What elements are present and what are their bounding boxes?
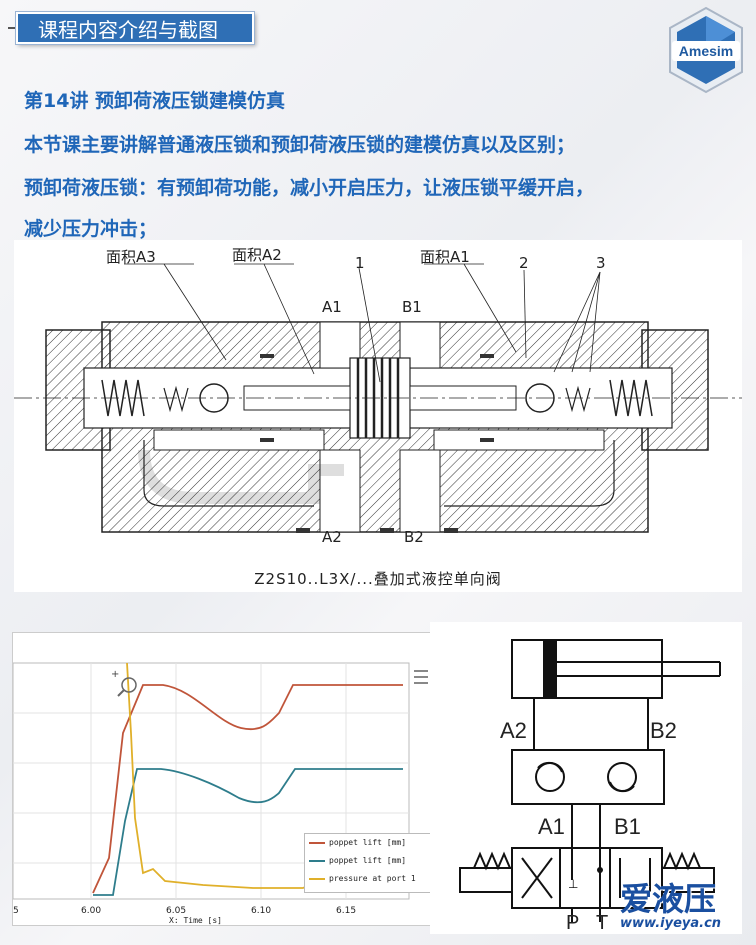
svg-text:X: Time [s]: X: Time [s] [169, 916, 222, 925]
watermark-url: www.iyeya.cn [620, 916, 722, 931]
schematic-label-t: T [596, 912, 609, 934]
drawing-caption: Z2S10..L3X/...叠加式液控单向阀 [254, 570, 502, 588]
valve-section-drawing: 面积A3 面积A2 面积A1 1 2 3 A1 B1 A2 B2 Z2S10..… [14, 240, 742, 592]
svg-text:Amesim: Amesim [679, 43, 733, 59]
legend-swatch-1 [309, 842, 325, 844]
schematic-svg: ⊥ [459, 639, 721, 922]
schematic-label-a1: A1 [538, 814, 565, 839]
lesson-desc-3: 减少压力冲击； [24, 218, 158, 240]
watermark-logo-text: 爱液压 [620, 880, 717, 918]
svg-text:6.10: 6.10 [251, 906, 271, 916]
lesson-title: 第14讲 预卸荷液压锁建模仿真 [24, 90, 286, 112]
label-port-a1: A1 [322, 298, 342, 316]
lesson-desc-1: 本节课主要讲解普通液压锁和预卸荷液压锁的建模仿真以及区别； [24, 134, 576, 156]
label-port-b2: B2 [404, 528, 424, 546]
svg-text:6.15: 6.15 [336, 906, 356, 916]
label-area-a1: 面积A1 [420, 248, 470, 266]
amesim-logo: Amesim [669, 6, 743, 94]
svg-text:+: + [111, 669, 119, 680]
legend-swatch-2 [309, 860, 325, 862]
series-poppet-lift-2 [93, 768, 403, 896]
menu-icon[interactable] [414, 667, 428, 685]
hydraulic-schematic: ⊥ A2 B2 A1 B1 P T [430, 622, 742, 934]
plot-legend: poppet lift [mm] poppet lift [mm] pressu… [304, 833, 433, 893]
lesson-desc-2: 预卸荷液压锁：有预卸荷功能，减小开启压力，让液压锁平缓开启， [24, 177, 595, 199]
svg-text:6.05: 6.05 [166, 906, 186, 916]
legend-swatch-3 [309, 878, 325, 880]
label-area-a3: 面积A3 [106, 248, 156, 266]
series-poppet-lift-1 [92, 684, 403, 894]
site-watermark: 爱液压 www.iyeya.cn [620, 882, 721, 931]
schematic-label-b2: B2 [650, 718, 677, 743]
label-part-3: 3 [596, 254, 606, 272]
schematic-label-a2: A2 [500, 718, 527, 743]
section-header: 课程内容介绍与截图 [16, 12, 254, 44]
label-area-a2: 面积A2 [232, 246, 282, 264]
schematic-label-p: P [566, 912, 580, 934]
zoom-cursor-icon: + [111, 669, 137, 697]
svg-text:5: 5 [13, 906, 19, 916]
svg-text:6.00: 6.00 [81, 906, 101, 916]
svg-text:⊥: ⊥ [568, 877, 578, 891]
series-pressure-port-1 [126, 662, 314, 889]
label-part-1: 1 [355, 254, 365, 272]
label-port-b1: B1 [402, 298, 422, 316]
valve-section-svg [14, 263, 742, 533]
label-part-2: 2 [519, 254, 529, 272]
label-port-a2: A2 [322, 528, 342, 546]
schematic-label-b1: B1 [614, 814, 641, 839]
